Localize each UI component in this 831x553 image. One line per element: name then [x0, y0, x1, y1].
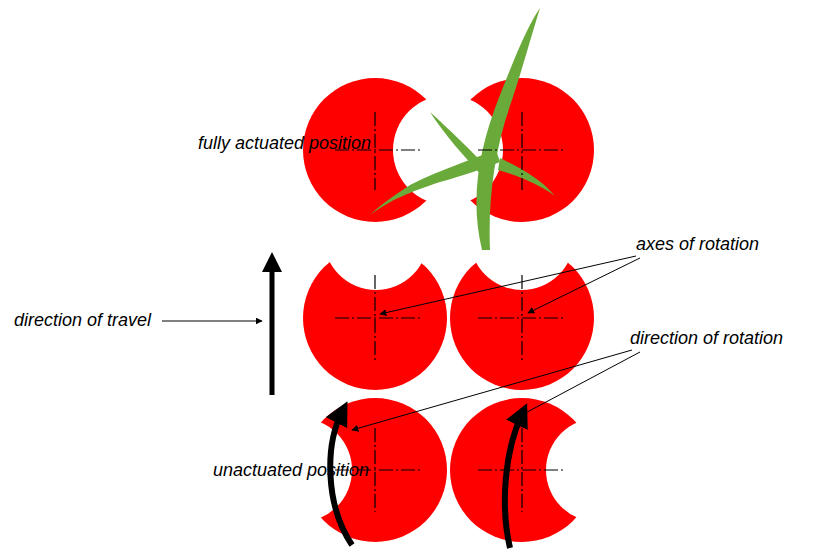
rotor-right-mid	[450, 246, 594, 390]
position-label: fully actuated position	[198, 133, 371, 155]
leader-line	[352, 350, 632, 430]
travel-label: direction of travel	[14, 310, 151, 332]
leader-line	[162, 321, 262, 322]
leader-line	[380, 256, 636, 314]
callout-label: direction of rotation	[630, 328, 783, 350]
travel-arrow	[270, 262, 275, 395]
plant	[370, 8, 555, 250]
leader-line	[528, 258, 640, 313]
leader-line	[516, 352, 640, 418]
rotation-arrow	[505, 414, 522, 548]
rotor-right-top	[450, 78, 594, 222]
position-label: unactuated position	[213, 460, 369, 482]
rotor-left-mid	[303, 246, 447, 390]
callout-label: axes of rotation	[636, 234, 759, 256]
